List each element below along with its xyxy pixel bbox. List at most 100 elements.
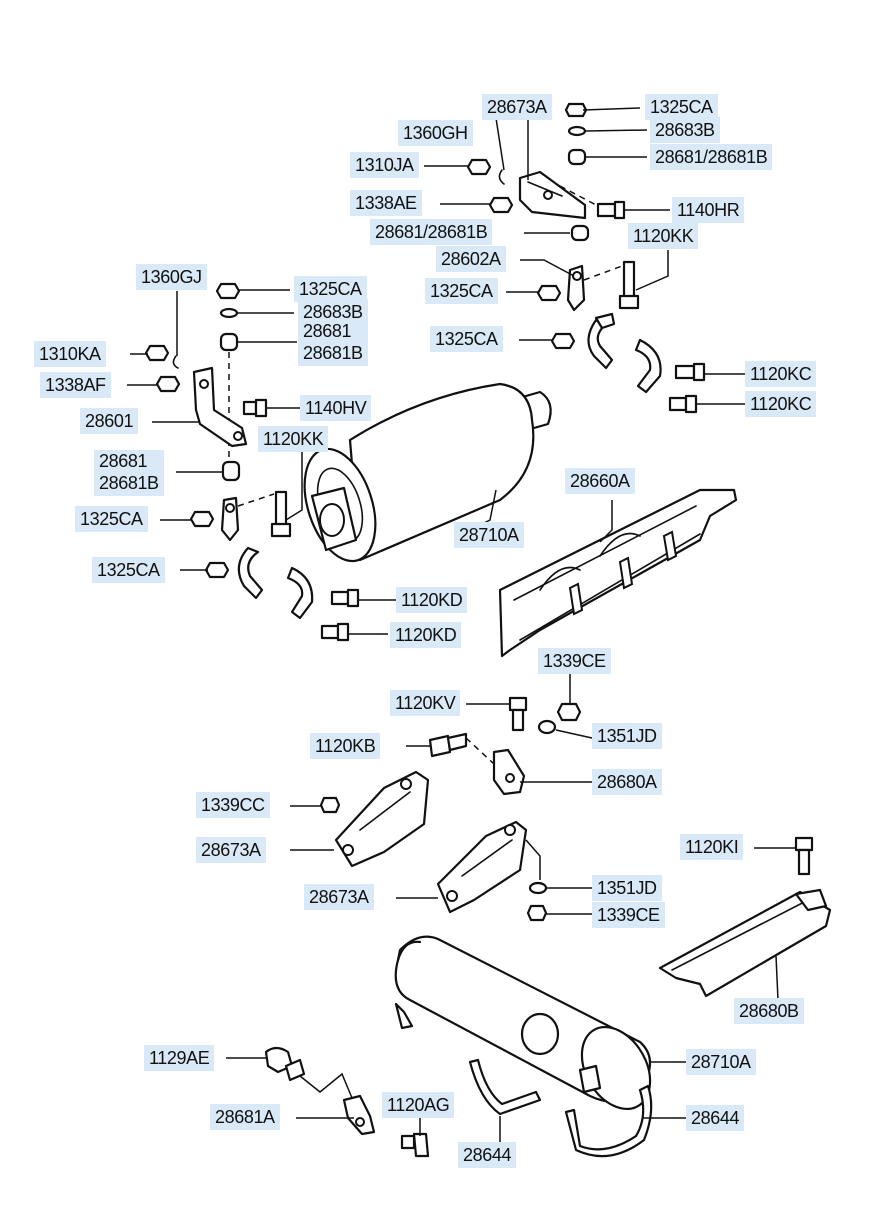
nut-icon: [488, 196, 514, 214]
part-label: 1140HV: [300, 395, 372, 421]
rubber-bushing-icon: [219, 332, 239, 352]
part-label-line: 28681B: [303, 343, 363, 363]
bolt-icon: [596, 200, 626, 220]
clamp-half-icon: [237, 546, 264, 600]
part-label: 28681/28681B: [650, 144, 773, 170]
bolt-icon: [674, 362, 706, 382]
heat-shield-upper: [498, 488, 738, 658]
part-label: 1325CA: [645, 94, 718, 120]
tail-bracket: [342, 1094, 376, 1136]
nut-icon: [564, 102, 588, 118]
bolt-icon: [264, 1046, 306, 1082]
part-label: 1325CA: [294, 276, 367, 302]
bolt-icon: [400, 1132, 430, 1158]
heat-shield-lower: [658, 888, 832, 998]
bolt-icon: [242, 398, 268, 418]
hanger-rubber-ring-icon: [468, 1058, 542, 1116]
nut-icon: [526, 904, 548, 922]
part-label: 1351JD: [592, 723, 662, 749]
nut-icon: [155, 375, 181, 393]
part-label: 1129AE: [144, 1045, 215, 1071]
bolt-icon: [330, 588, 360, 608]
part-label: 1120KK: [258, 426, 329, 452]
part-label: 1360GJ: [136, 264, 207, 290]
rubber-bushing-icon: [567, 148, 587, 166]
part-label: 1120AG: [382, 1092, 455, 1118]
part-label: 1310KA: [34, 341, 106, 367]
part-label: 1120KD: [396, 587, 468, 613]
part-label: 28681 28681B: [298, 320, 368, 366]
lower-hanger-bracket: [566, 264, 586, 312]
nut-icon: [215, 282, 241, 300]
clamp-half-icon: [286, 566, 314, 620]
part-label: 28673A: [304, 884, 374, 910]
part-label: 1310JA: [350, 152, 419, 178]
bolt-icon: [320, 622, 350, 642]
nut-icon: [536, 284, 562, 302]
part-label-line: 28681B: [99, 473, 159, 493]
part-label: 1351JD: [592, 875, 662, 901]
part-label: 1120KI: [680, 834, 744, 860]
hanger-rubber-ring-icon: [564, 1084, 653, 1158]
nut-icon: [550, 332, 576, 350]
rear-hanger-bracket: [436, 820, 528, 914]
part-label: 28683B: [650, 117, 720, 143]
clamp-half-icon: [587, 312, 616, 370]
nut-icon: [144, 344, 170, 362]
part-label: 1360GH: [398, 120, 473, 146]
clip-icon: [172, 355, 179, 369]
part-label: 28710A: [686, 1049, 756, 1075]
part-label: 1120KC: [745, 361, 817, 387]
rubber-mount-bracket: [492, 748, 526, 796]
part-label: 28710A: [454, 522, 524, 548]
nut-icon: [204, 561, 230, 579]
part-label: 28681/28681B: [370, 219, 493, 245]
part-label: 1325CA: [430, 326, 503, 352]
part-label: 28673A: [482, 94, 552, 120]
washer-icon: [567, 125, 587, 137]
nut-icon: [556, 702, 582, 722]
front-hanger-bracket: [334, 770, 430, 868]
washer-icon: [219, 307, 239, 319]
part-label-line: 28681: [99, 451, 148, 471]
part-label: 1325CA: [75, 506, 148, 532]
part-label: 28673A: [196, 837, 266, 863]
washer-icon: [537, 719, 557, 735]
part-label-line: 28681: [303, 321, 352, 341]
part-label: 28680A: [592, 769, 662, 795]
lower-left-bracket: [220, 496, 240, 542]
clip-icon: [498, 169, 505, 185]
part-label: 1140HR: [672, 197, 745, 223]
part-label: 1120KK: [628, 223, 699, 249]
muffler-upper: [303, 382, 552, 563]
part-label: 28644: [458, 1142, 517, 1168]
part-label: 28681A: [210, 1104, 280, 1130]
part-label: 1338AF: [40, 372, 111, 398]
part-label: 1339CE: [592, 902, 665, 928]
bolt-icon: [668, 394, 698, 414]
part-label: 1339CC: [196, 792, 270, 818]
part-label: 28660A: [565, 468, 635, 494]
part-label: 1120KD: [390, 622, 462, 648]
part-label: 1120KC: [745, 391, 817, 417]
bolt-icon: [794, 836, 814, 876]
part-label: 1325CA: [425, 278, 498, 304]
bolt-icon: [428, 732, 468, 758]
part-label: 28644: [686, 1105, 745, 1131]
part-label: 1120KB: [310, 733, 381, 759]
clamp-half-icon: [634, 338, 662, 394]
bolt-icon: [270, 490, 292, 538]
upper-hanger-bracket: [518, 170, 587, 220]
nut-icon: [189, 510, 215, 528]
part-label: 28601: [80, 408, 139, 434]
left-hanger-bracket: [192, 366, 248, 448]
part-label: 1325CA: [92, 557, 165, 583]
part-label: 28602A: [436, 246, 506, 272]
leader-lines: [127, 107, 796, 1144]
part-label: 1338AE: [350, 190, 422, 216]
washer-icon: [528, 881, 548, 895]
bolt-icon: [618, 260, 640, 310]
part-label: 28680B: [734, 998, 804, 1024]
